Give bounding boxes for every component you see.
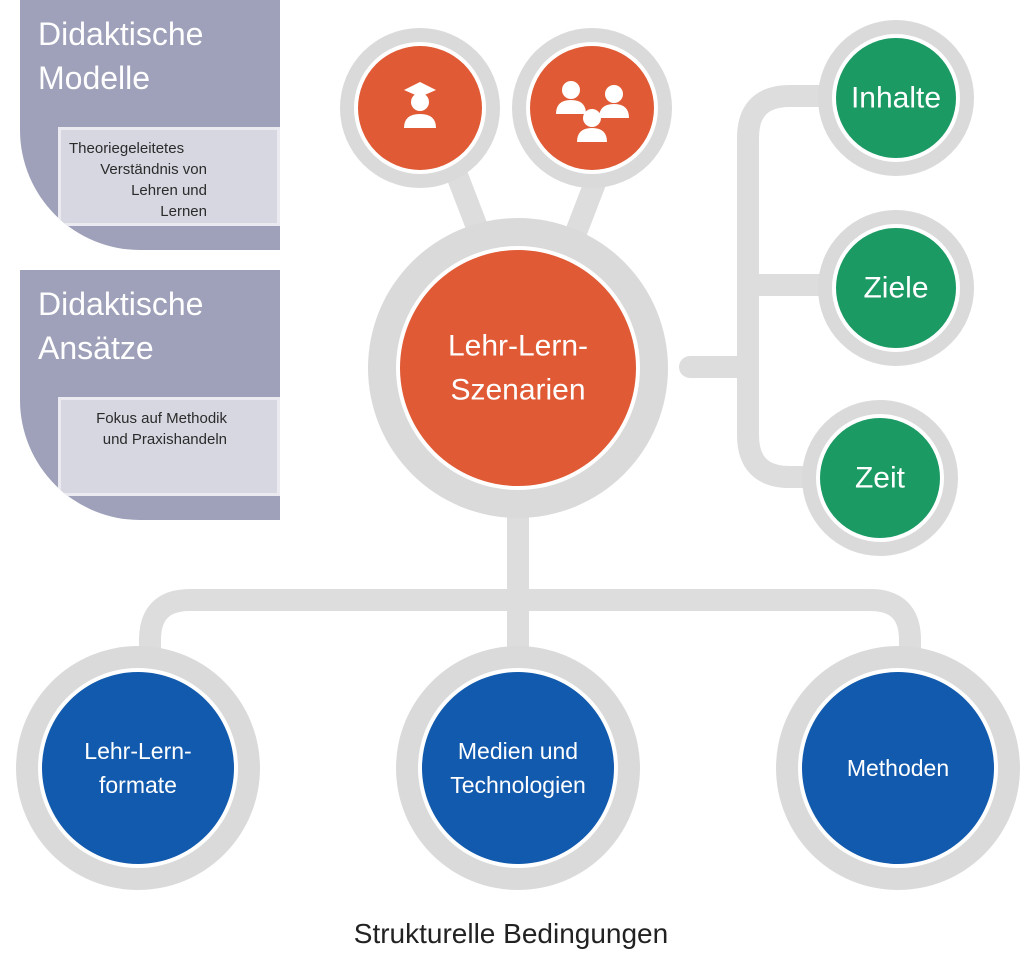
didactic-models-title-line-2: Modelle	[38, 60, 151, 96]
bottom-node-2-label-line-2: Technologien	[450, 772, 586, 798]
bottom-node-1: Lehr-Lern-formate	[16, 646, 260, 890]
bottom-node-2-fill	[422, 672, 614, 864]
didactic-models-card: Didaktische Modelle Theoriegeleitetes Ve…	[20, 0, 280, 250]
right-node-1: Inhalte	[818, 20, 974, 176]
bottom-node-2-label-line-1: Medien und	[458, 738, 578, 764]
person-3-head	[583, 109, 601, 127]
graduate-body	[404, 114, 436, 128]
group-icon	[556, 81, 629, 142]
didactic-approaches-title: Didaktische Ansätze	[38, 282, 278, 370]
didactic-models-description: Theoriegeleitetes Verständnis von Lehren…	[58, 127, 280, 226]
footer-label: Strukturelle Bedingungen	[353, 918, 669, 949]
center-node-fill	[400, 250, 636, 486]
connector-bottom-bracket	[139, 589, 921, 661]
person-3-body	[577, 128, 607, 142]
didactic-approaches-card: Didaktische Ansätze Fokus auf Methodik u…	[20, 270, 280, 520]
right-node-2-fill	[836, 228, 956, 348]
didactic-approaches-title-line-1: Didaktische	[38, 286, 204, 322]
bottom-node-3: Methoden	[776, 646, 1020, 890]
didactic-approaches-description-line-1: Fokus auf Methodik	[96, 410, 227, 427]
person-2-head	[605, 85, 623, 103]
bottom-node-3-label-line-1: Methoden	[847, 755, 949, 781]
center-node-label-line-2: Szenarien	[450, 374, 585, 407]
top-node-2	[512, 28, 672, 188]
didactic-models-description-line-3: Lehren und	[131, 182, 207, 199]
right-node-2-label-line-1: Ziele	[863, 272, 928, 305]
bottom-node-1-fill	[42, 672, 234, 864]
graduate-icon	[404, 82, 436, 128]
graduate-cap	[404, 82, 436, 97]
right-node-1-label-line-1: Inhalte	[851, 82, 941, 115]
didactic-approaches-description: Fokus auf Methodik und Praxishandeln	[58, 397, 280, 496]
right-node-3-label-line-1: Zeit	[855, 462, 906, 495]
bottom-node-3-fill	[802, 672, 994, 864]
center-node: Lehr-Lern- Szenarien	[368, 218, 668, 518]
bottom-node-1-label-line-1: Lehr-Lern-	[84, 738, 191, 764]
person-1-body	[556, 100, 586, 114]
didactic-models-description-line-1: Theoriegeleitetes	[69, 140, 185, 157]
center-node-label-line-1: Lehr-Lern-	[448, 330, 588, 363]
didactic-models-description-line-4: Lernen	[160, 203, 207, 220]
didactic-models-title-line-1: Didaktische	[38, 16, 204, 52]
bottom-node-1-label-line-2: formate	[99, 772, 177, 798]
top-node-1	[340, 28, 500, 188]
right-node-3: Zeit	[802, 400, 958, 556]
person-1-head	[562, 81, 580, 99]
didactic-approaches-title-line-2: Ansätze	[38, 330, 154, 366]
right-node-2: Ziele	[818, 210, 974, 366]
right-node-3-fill	[820, 418, 940, 538]
right-node-1-fill	[836, 38, 956, 158]
didactic-models-title: Didaktische Modelle	[38, 12, 278, 100]
graduate-head	[411, 93, 429, 111]
person-2-body	[599, 104, 629, 118]
didactic-approaches-description-line-2: und Praxishandeln	[102, 431, 227, 448]
top-node-2-fill	[530, 46, 654, 170]
didactic-models-description-line-2: Verständnis von	[100, 161, 207, 178]
